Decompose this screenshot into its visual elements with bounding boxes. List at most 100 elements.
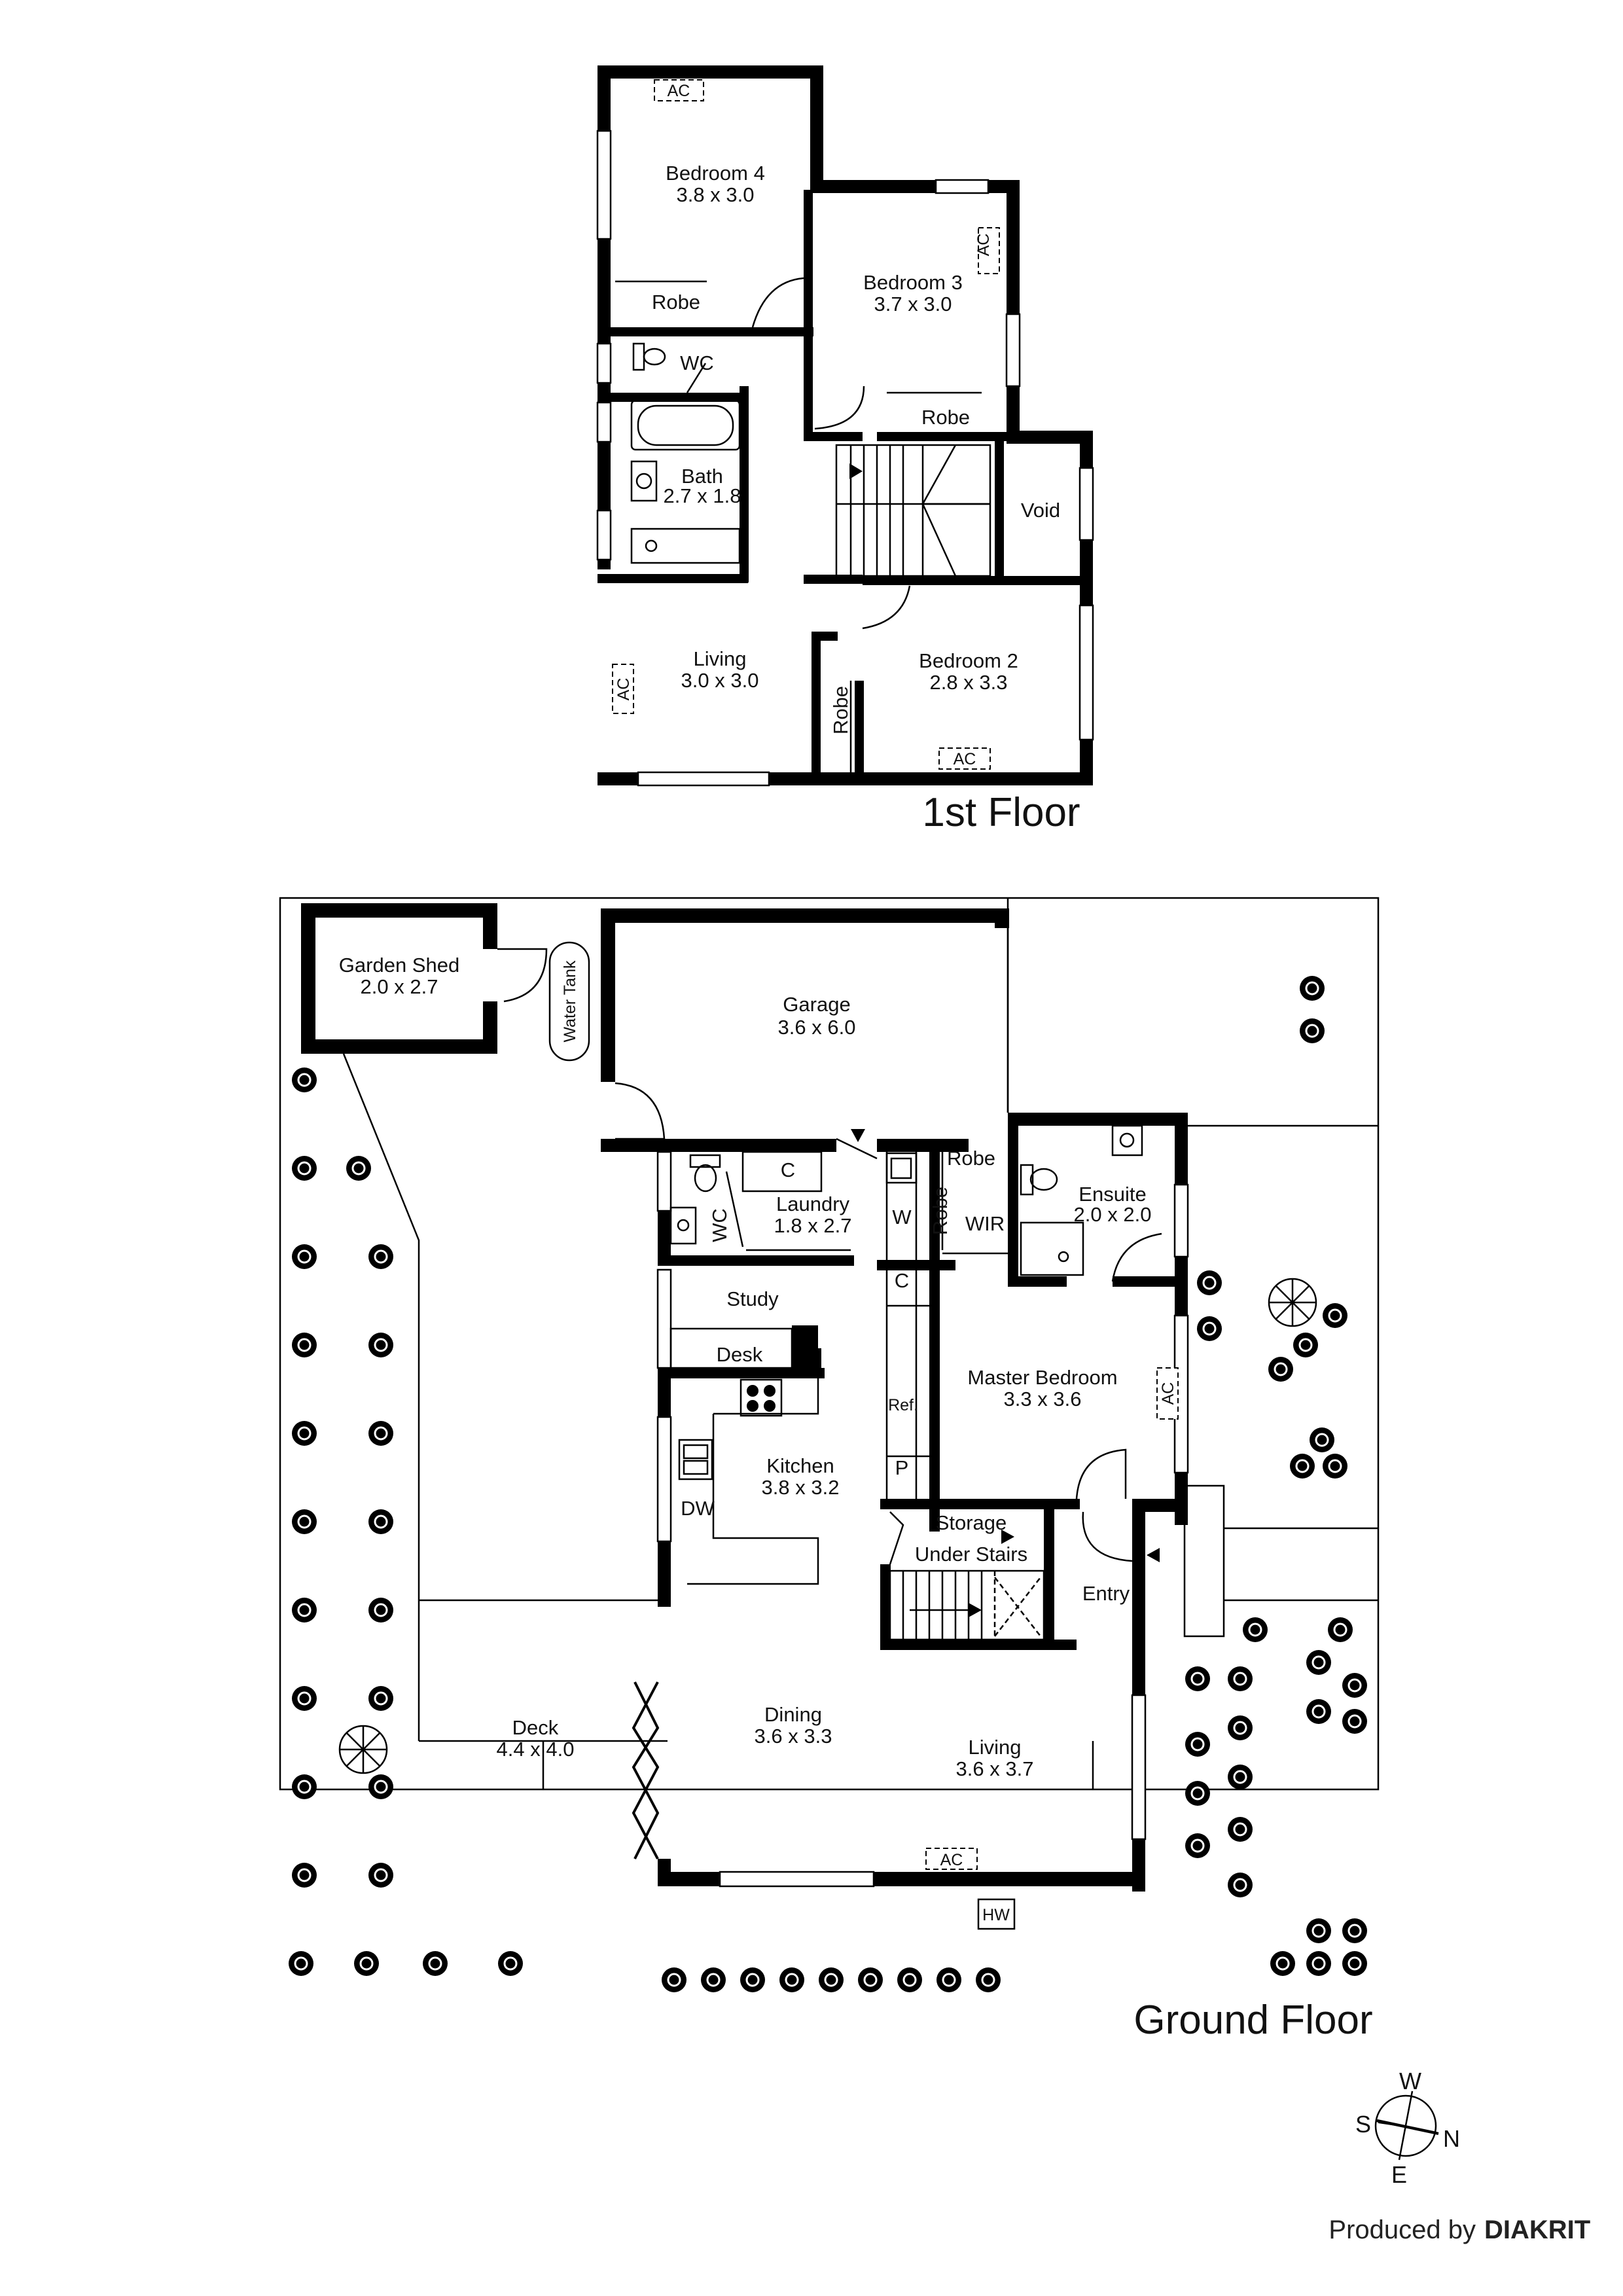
bush-icon (1248, 1623, 1262, 1637)
compass-south: S (1355, 2111, 1371, 2138)
bush-icon (297, 1515, 312, 1529)
bush-icon (297, 1073, 312, 1087)
ref-label: Ref. (888, 1396, 918, 1414)
room-bath: Bath (681, 465, 723, 488)
room-living-ground: Living (969, 1736, 1022, 1759)
room-kitchen: Kitchen (766, 1454, 834, 1477)
bush-icon (1185, 1666, 1210, 1691)
robe-label: Robe (947, 1147, 995, 1170)
bush-icon (368, 1863, 393, 1888)
ground-floor-title: Ground Floor (1133, 1998, 1372, 2043)
ac-unit-label: AC (974, 234, 993, 257)
wc-label: WC (708, 1208, 731, 1242)
bush-icon (1185, 1833, 1210, 1858)
room-bedroom2: Bedroom 2 (919, 649, 1018, 672)
bush-icon (1228, 1873, 1253, 1897)
tree-icon (338, 1725, 388, 1774)
room-size: 3.3 x 3.6 (1004, 1388, 1082, 1410)
bush-icon (297, 1868, 312, 1882)
bush-icon (374, 1249, 388, 1264)
bush-icon (1228, 1715, 1253, 1740)
room-garage: Garage (783, 993, 850, 1016)
first-floor: AC AC AC AC Bedroom 4 3.8 x 3.0 Robe WC … (596, 65, 1094, 835)
bush-icon (297, 1249, 312, 1264)
sink-icon (885, 1152, 918, 1184)
bathtub-icon (630, 399, 741, 451)
bush-icon (1233, 1672, 1247, 1686)
dw-label: DW (681, 1497, 715, 1520)
bush-icon (1300, 1018, 1325, 1043)
ac-unit-label: AC (1159, 1382, 1177, 1405)
bush-icon (1311, 1704, 1326, 1719)
shower-icon (630, 528, 741, 564)
room-size: 1.8 x 2.7 (774, 1214, 852, 1237)
bush-icon (368, 1598, 393, 1623)
bush-icon (1290, 1454, 1315, 1479)
bush-icon (701, 1967, 726, 1992)
ac-unit-label: AC (954, 750, 976, 768)
bush-icon (289, 1951, 313, 1976)
bush-icon (1293, 1333, 1318, 1357)
study-label: Study (726, 1287, 779, 1310)
bush-icon (1305, 981, 1319, 996)
bush-icon (294, 1956, 308, 1971)
bush-icon (1315, 1433, 1329, 1447)
bush-icon (1306, 1650, 1331, 1675)
room-size: 3.7 x 3.0 (874, 293, 952, 315)
entry-label: Entry (1082, 1582, 1130, 1605)
room-size: 3.8 x 3.0 (677, 183, 755, 206)
bush-icon (785, 1973, 799, 1987)
bush-icon (368, 1774, 393, 1799)
compass-north: N (1443, 2125, 1460, 2152)
bush-icon (1311, 1655, 1326, 1670)
desk-label: Desk (717, 1343, 763, 1366)
bush-icon (292, 1774, 317, 1799)
bush-icon (374, 1338, 388, 1352)
bush-icon (297, 1780, 312, 1794)
bush-icon (1342, 1673, 1367, 1698)
w-label: W (892, 1206, 912, 1229)
bush-icon (863, 1973, 878, 1987)
bush-icon (374, 1868, 388, 1882)
bush-icon (346, 1156, 371, 1181)
robe-label: Robe (921, 406, 970, 429)
bush-icon (292, 1333, 317, 1357)
bush-icon (359, 1956, 374, 1971)
stairs-icon (835, 444, 991, 577)
bush-icon (1197, 1270, 1222, 1295)
room-size: 2.8 x 3.3 (930, 671, 1008, 694)
bush-icon (503, 1956, 518, 1971)
bush-icon (1311, 1956, 1326, 1971)
bush-icon (292, 1244, 317, 1269)
bush-icon (297, 1691, 312, 1706)
bush-icon (292, 1598, 317, 1623)
ac-unit-label: AC (615, 678, 633, 701)
bush-icon (1185, 1781, 1210, 1806)
storage-label: Storage (936, 1511, 1007, 1534)
bush-icon (292, 1686, 317, 1711)
bush-icon (292, 1863, 317, 1888)
bush-icon (1347, 1924, 1362, 1938)
room-size: 2.0 x 2.0 (1074, 1203, 1152, 1226)
bush-icon (1300, 976, 1325, 1001)
bush-icon (368, 1244, 393, 1269)
bush-icon (1305, 1024, 1319, 1038)
bush-icon (292, 1509, 317, 1534)
room-bedroom4: Bedroom 4 (666, 162, 765, 185)
bush-icon (374, 1780, 388, 1794)
room-size: 3.6 x 3.7 (956, 1757, 1034, 1780)
room-size: 3.8 x 3.2 (762, 1476, 840, 1499)
credit-brand: DIAKRIT (1484, 2215, 1590, 2244)
bush-icon (368, 1509, 393, 1534)
bush-icon (374, 1426, 388, 1441)
bush-icon (1243, 1617, 1268, 1642)
bush-icon (1190, 1672, 1205, 1686)
bush-icon (1342, 1709, 1367, 1734)
bush-icon (1328, 1308, 1342, 1323)
bush-icon (1323, 1303, 1347, 1328)
wc-label: WC (680, 351, 714, 374)
bush-icon (1295, 1459, 1310, 1473)
bush-icon (297, 1603, 312, 1617)
robe-label: Robe (652, 291, 700, 314)
